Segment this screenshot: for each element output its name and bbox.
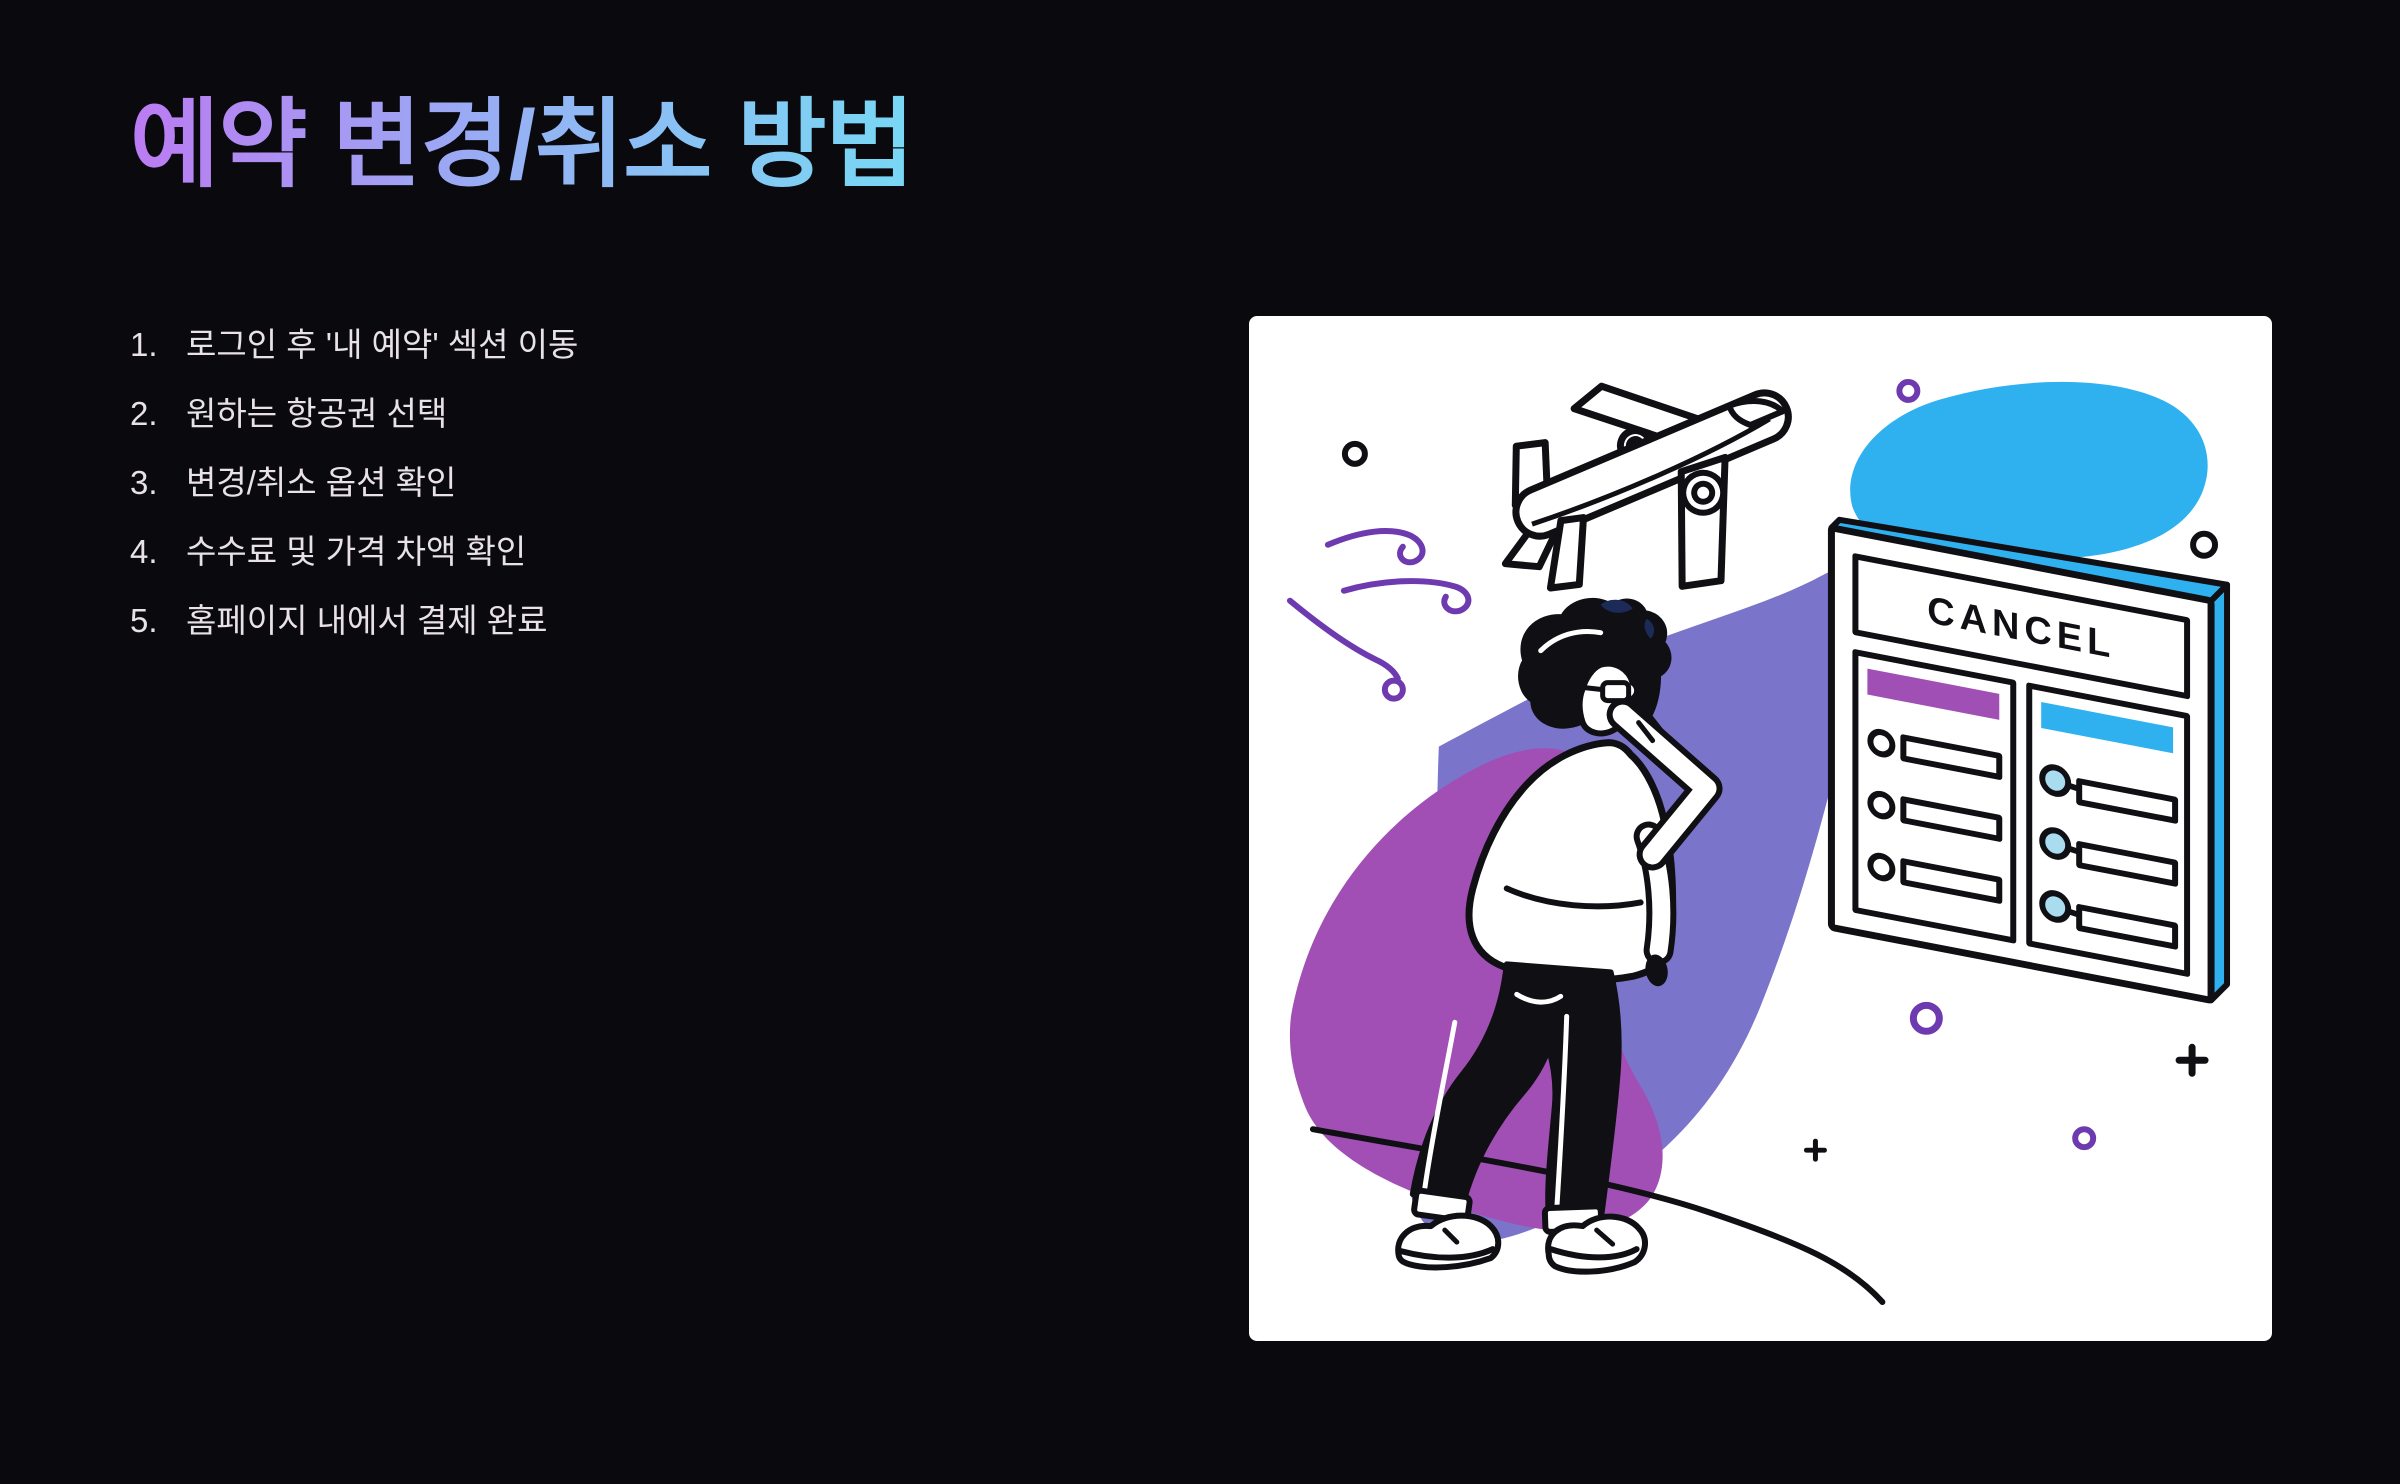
board-row-toggle xyxy=(2039,890,2072,923)
person-pants-seams xyxy=(1422,991,1570,1213)
list-item: 4. 수수료 및 가격 차액 확인 xyxy=(130,525,578,594)
airplane-fuselage xyxy=(1512,389,1792,540)
dot-purple-top xyxy=(1896,378,1921,403)
board-header-panel xyxy=(1852,553,2191,700)
board-row-bar xyxy=(2076,904,2179,950)
plus-black-right xyxy=(2175,1043,2209,1077)
board-row-bar xyxy=(1900,796,2003,842)
illustration-card: CANCEL xyxy=(1249,316,2272,1341)
dot-purple-mid xyxy=(1909,1001,1943,1035)
airplane-belly-line xyxy=(1531,416,1771,527)
board-row-bar xyxy=(1900,858,2003,904)
board-row-bar xyxy=(2076,841,2179,887)
plus-black-small xyxy=(1803,1138,1827,1162)
step-text: 변경/취소 옵션 확인 xyxy=(186,464,457,501)
board-row-bullet xyxy=(1867,728,1896,758)
list-item: 5. 홈페이지 내에서 결제 완료 xyxy=(130,594,578,663)
board-row-bar xyxy=(1900,734,2003,780)
wind-swirl-icon xyxy=(1286,528,1472,702)
step-text: 원하는 항공권 선택 xyxy=(186,395,448,432)
steps-list: 1. 로그인 후 '내 예약' 섹션 이동 2. 원하는 항공권 선택 3. 변… xyxy=(130,318,578,663)
illustration-svg: CANCEL xyxy=(1286,378,2231,1306)
person-shoe-left xyxy=(1395,1212,1502,1271)
step-text: 홈페이지 내에서 결제 완료 xyxy=(186,602,548,639)
dot-black-topleft xyxy=(1341,440,1368,467)
person-raised-arm xyxy=(1606,698,1723,871)
dot-purple-bottomright xyxy=(2072,1126,2097,1151)
list-item: 2. 원하는 항공권 선택 xyxy=(130,387,578,456)
step-number: 2. xyxy=(130,395,158,432)
board-right-column xyxy=(2026,682,2191,977)
step-number: 4. xyxy=(130,533,158,570)
step-text: 수수료 및 가격 차액 확인 xyxy=(186,533,527,570)
person-sweater-fold xyxy=(1503,885,1644,910)
cancel-board: CANCEL xyxy=(1827,516,2231,1004)
person-wrist-cuff-lines xyxy=(1636,712,1666,744)
person-hair-swoosh xyxy=(1538,629,1604,654)
list-item: 3. 변경/취소 옵션 확인 xyxy=(130,456,578,525)
blue-blob-shape xyxy=(1850,381,2208,560)
person-shoe-right xyxy=(1545,1213,1648,1275)
person-figure xyxy=(1395,597,1723,1275)
airplane-cockpit-window xyxy=(1726,398,1786,428)
person-hand xyxy=(1645,954,1668,987)
page-title: 예약 변경/취소 방법 xyxy=(130,84,915,205)
dot-black-right xyxy=(2190,530,2219,559)
airplane-icon xyxy=(1501,382,1792,592)
person-hair-highlight xyxy=(1600,599,1655,639)
step-number: 1. xyxy=(130,326,158,363)
board-row-bar xyxy=(2076,778,2179,824)
board-left-header-bar xyxy=(1867,668,2000,720)
list-item: 1. 로그인 후 '내 예약' 섹션 이동 xyxy=(130,318,578,387)
board-row-toggle xyxy=(2039,764,2072,797)
step-number: 5. xyxy=(130,602,158,639)
decorative-marks xyxy=(1341,378,2219,1162)
board-right-header-bar xyxy=(2041,701,2174,754)
airplane-near-stabilizer xyxy=(1546,514,1587,592)
step-number: 3. xyxy=(130,464,158,501)
board-row-bullet xyxy=(1867,790,1896,820)
board-row-toggle xyxy=(2039,827,2072,860)
board-left-column xyxy=(1852,649,2017,944)
airplane-near-engine-core xyxy=(1691,480,1716,505)
board-row-bullet xyxy=(1867,852,1896,882)
step-text: 로그인 후 '내 예약' 섹션 이동 xyxy=(186,326,579,363)
